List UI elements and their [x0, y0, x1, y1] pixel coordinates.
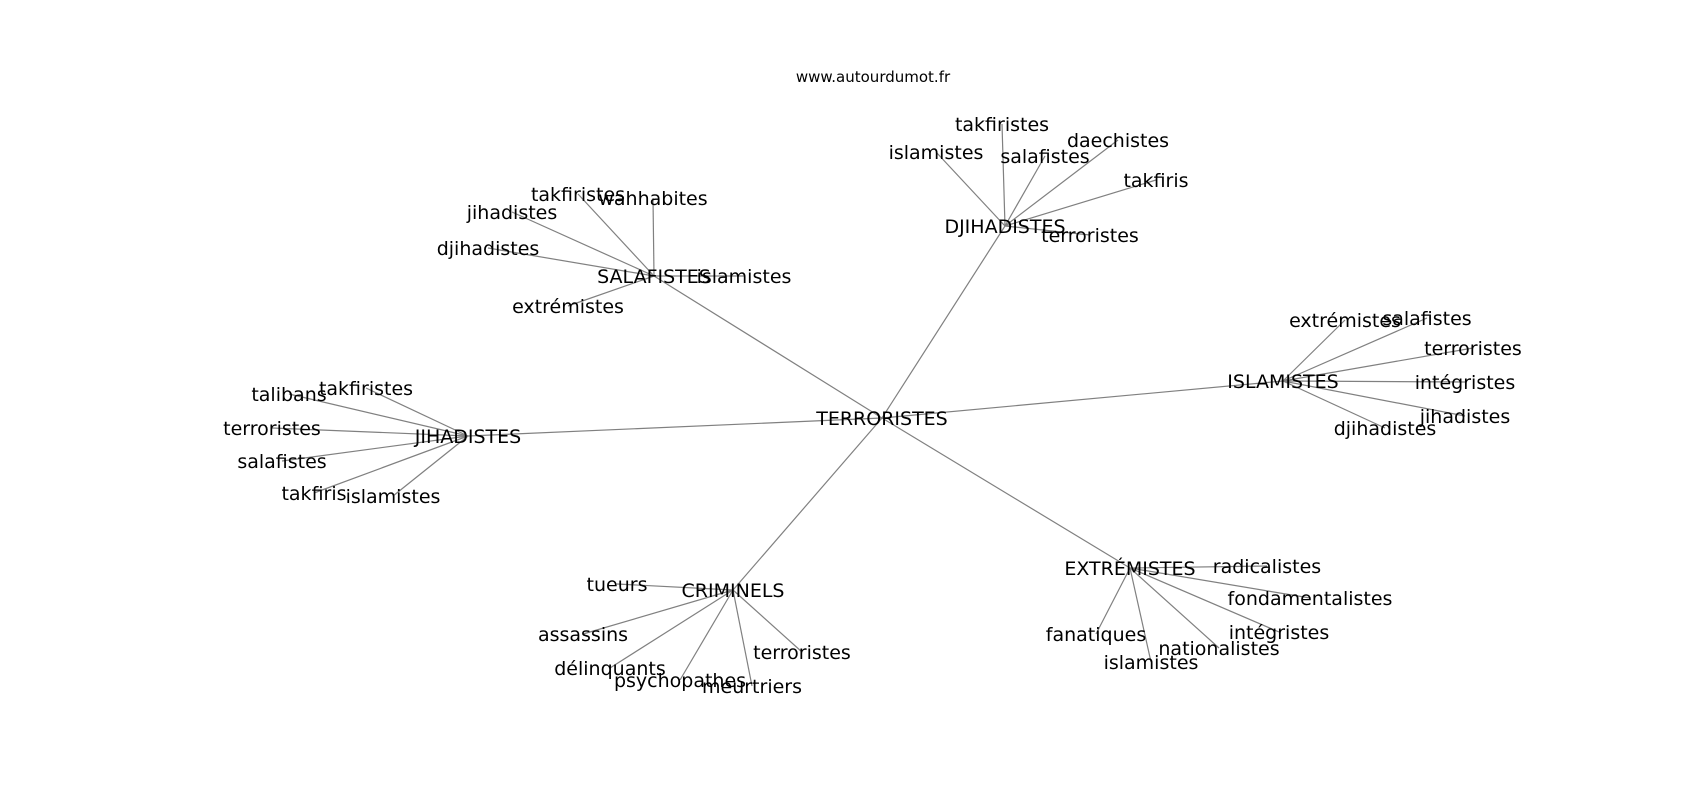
edge-islamistes-isl-jihadistes	[1282, 380, 1466, 417]
watermark: www.autourdumot.fr	[796, 68, 951, 86]
edge-extremistes-ext-fondamentalistes	[1129, 567, 1311, 599]
edge-islamistes-isl-terroristes	[1282, 347, 1474, 382]
node-label-jih-takfiristes: takfiristes	[319, 378, 413, 400]
edge-djihadistes-dji-takfiristes	[1001, 123, 1006, 227]
edge-extremistes-ext-nationalistes	[1129, 567, 1220, 649]
edge-criminels-cri-assassins	[582, 589, 734, 635]
edge-center-djihadistes	[881, 225, 1006, 419]
edge-extremistes-ext-radicalistes	[1129, 565, 1268, 569]
node-label-isl-extremistes: extrémistes	[1289, 310, 1401, 332]
node-label-ext-nationalistes: nationalistes	[1158, 638, 1279, 660]
edge-center-criminels	[732, 417, 883, 591]
node-label-salafistes: SALAFISTES	[597, 266, 711, 288]
edge-salafistes-sal-jihadistes	[511, 211, 655, 277]
node-label-jih-talibans: talibans	[251, 384, 326, 406]
edge-salafistes-sal-wahhabites	[652, 197, 655, 277]
node-label-ext-integristes: intégristes	[1229, 622, 1330, 644]
edge-salafistes-sal-djihadistes	[487, 247, 655, 277]
node-label-cri-tueurs: tueurs	[587, 574, 648, 596]
node-label-sal-wahhabites: wahhabites	[598, 188, 707, 210]
edge-jihadistes-jih-terroristes	[271, 427, 469, 437]
edge-criminels-cri-psychopathes	[679, 589, 734, 681]
node-label-jihadistes: JIHADISTES	[414, 426, 521, 448]
edge-islamistes-isl-salafistes	[1282, 317, 1428, 382]
edge-islamistes-isl-djihadistes	[1282, 380, 1386, 429]
edge-salafistes-sal-takfiristes	[577, 193, 655, 277]
node-label-cri-psychopathes: psychopathes	[614, 670, 746, 692]
edge-criminels-cri-terroristes	[732, 589, 803, 653]
node-label-cri-assassins: assassins	[538, 624, 628, 646]
node-label-sal-extremistes: extrémistes	[512, 296, 624, 318]
edge-extremistes-ext-islamistes	[1129, 567, 1152, 663]
node-label-center: TERRORISTES	[815, 408, 948, 430]
edge-criminels-cri-meurtriers	[732, 589, 753, 687]
node-label-cri-delinquants: délinquants	[554, 658, 666, 680]
node-label-dji-islamistes: islamistes	[889, 142, 984, 164]
node-label-dji-daechistes: daechistes	[1067, 130, 1169, 152]
node-label-cri-meurtriers: meurtriers	[702, 676, 802, 698]
node-label-islamistes: ISLAMISTES	[1227, 371, 1338, 393]
edge-jihadistes-jih-islamistes	[392, 435, 469, 497]
node-label-cri-terroristes: terroristes	[753, 642, 851, 664]
edge-center-salafistes	[653, 275, 883, 419]
edge-islamistes-isl-extremistes	[1282, 319, 1346, 382]
edge-djihadistes-dji-daechistes	[1004, 139, 1119, 227]
edge-djihadistes-dji-terroristes	[1004, 225, 1091, 236]
edge-criminels-cri-tueurs	[616, 583, 734, 591]
node-label-sal-jihadistes: jihadistes	[466, 202, 558, 224]
node-label-extremistes: EXTRÉMISTES	[1064, 557, 1195, 580]
edge-center-jihadistes	[467, 417, 883, 437]
node-label-isl-salafistes: salafistes	[1382, 308, 1471, 330]
node-label-dji-terroristes: terroristes	[1041, 225, 1139, 247]
node-label-isl-integristes: intégristes	[1415, 372, 1516, 394]
node-label-ext-radicalistes: radicalistes	[1213, 556, 1321, 578]
graph-edges	[271, 123, 1474, 687]
node-label-dji-takfiris: takfiris	[1123, 170, 1188, 192]
edge-islamistes-isl-integristes	[1282, 380, 1466, 383]
node-label-isl-jihadistes: jihadistes	[1419, 406, 1511, 428]
edge-extremistes-ext-integristes	[1129, 567, 1280, 633]
node-label-criminels: CRIMINELS	[682, 580, 785, 602]
node-label-jih-salafistes: salafistes	[237, 451, 326, 473]
node-label-dji-takfiristes: takfiristes	[955, 114, 1049, 136]
node-label-ext-islamistes: islamistes	[1104, 652, 1199, 674]
edge-djihadistes-dji-islamistes	[935, 151, 1006, 227]
edge-jihadistes-jih-talibans	[288, 393, 469, 437]
node-label-jih-terroristes: terroristes	[223, 418, 321, 440]
edge-center-islamistes	[881, 380, 1284, 419]
edge-center-extremistes	[881, 417, 1131, 569]
graph-node-labels: TERRORISTESSALAFISTEStakfiristeswahhabit…	[223, 114, 1522, 698]
node-label-isl-terroristes: terroristes	[1424, 338, 1522, 360]
edge-jihadistes-jih-takfiristes	[365, 387, 469, 437]
edge-djihadistes-dji-takfiris	[1004, 179, 1157, 227]
node-label-jih-islamistes: islamistes	[346, 486, 441, 508]
node-label-dji-salafistes: salafistes	[1000, 146, 1089, 168]
node-label-sal-islamistes: islamistes	[697, 266, 792, 288]
node-label-sal-takfiristes: takfiristes	[531, 184, 625, 206]
edge-criminels-cri-delinquants	[609, 589, 734, 669]
node-label-sal-djihadistes: djihadistes	[437, 238, 540, 260]
node-label-djihadistes: DJIHADISTES	[944, 216, 1065, 238]
edge-djihadistes-dji-salafistes	[1004, 155, 1046, 227]
edge-jihadistes-jih-takfiris	[313, 435, 469, 494]
node-label-ext-fanatiques: fanatiques	[1046, 624, 1146, 646]
node-label-ext-fondamentalistes: fondamentalistes	[1228, 588, 1393, 610]
node-label-isl-djihadistes: djihadistes	[1334, 418, 1437, 440]
edge-extremistes-ext-fanatiques	[1095, 567, 1131, 635]
edge-jihadistes-jih-salafistes	[281, 435, 469, 462]
node-label-jih-takfiris: takfiris	[281, 483, 346, 505]
edge-salafistes-sal-extremistes	[567, 275, 655, 307]
